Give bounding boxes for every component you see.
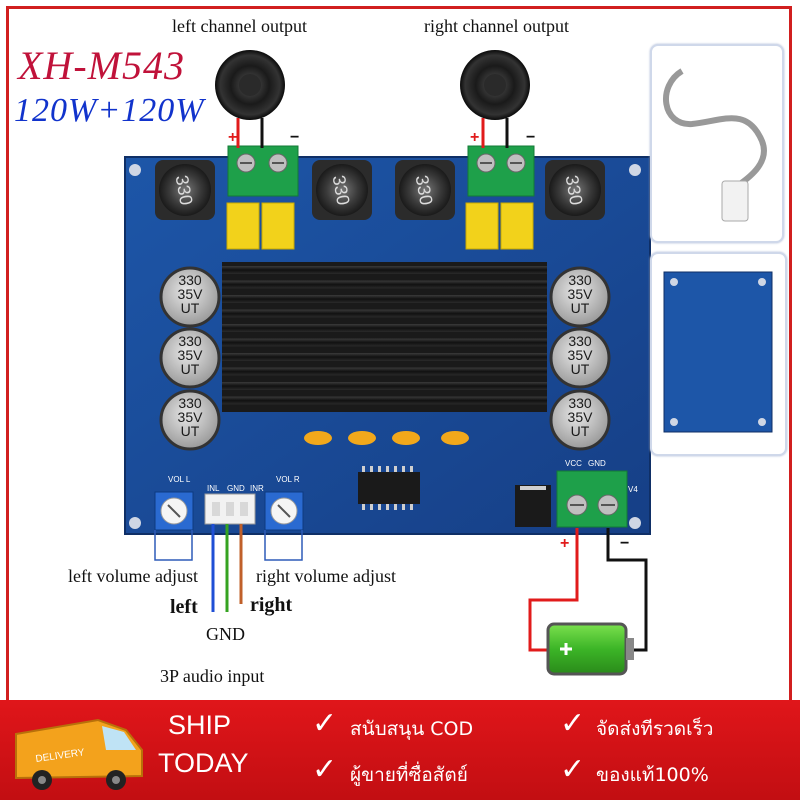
battery-icon <box>546 622 634 676</box>
pcb-back-icon <box>663 271 773 433</box>
cable-icon <box>663 68 767 222</box>
delivery-truck-icon: DELIVERY <box>15 718 143 790</box>
banner-item-fast-shipping: จัดส่งทีรวดเร็ว <box>596 718 714 740</box>
audio-input-caption: 3P audio input <box>160 666 265 686</box>
ship-line-2: TODAY <box>158 748 249 778</box>
audio-input-connector <box>204 493 256 525</box>
heatsink-fin <box>222 324 547 332</box>
banner-item-cod: สนับสนุน COD <box>350 718 474 740</box>
heatsink-fin <box>222 266 547 274</box>
check-icon: ✓ <box>560 752 586 787</box>
ship-line-1: SHIP <box>168 710 232 740</box>
power-rating: 120W+120W <box>14 92 205 129</box>
audio-input-wires <box>211 524 243 612</box>
shipping-banner: DELIVERY SHIP TODAY ✓ สนับสนุน COD ✓ จัด… <box>0 700 800 800</box>
power-diode <box>515 485 551 527</box>
check-icon: ✓ <box>560 706 586 741</box>
model-title: XH-M543 <box>18 43 185 88</box>
heatsink-fin <box>222 382 547 390</box>
heatsink-fin <box>222 280 547 289</box>
heatsink-fin <box>222 396 547 405</box>
heatsink-fin <box>222 353 547 361</box>
right-output-caption: right channel output <box>424 16 569 36</box>
right-output-terminal <box>467 145 535 197</box>
cable-photo-panel <box>650 44 784 243</box>
silk-v4: V4 <box>628 485 638 494</box>
heatsink-fin <box>222 338 547 347</box>
silk-gnd: GND <box>227 484 245 493</box>
right-minus-mark: − <box>526 129 535 146</box>
right-volume-potentiometer <box>264 491 304 531</box>
gnd-label: GND <box>206 624 245 644</box>
power-wires <box>528 528 648 652</box>
silk-gnd-power: GND <box>588 459 606 468</box>
left-minus-mark: − <box>290 129 299 146</box>
silk-vol-r: VOL R <box>276 475 300 484</box>
silk-inr: INR <box>250 484 264 493</box>
heatsink-fin <box>222 295 547 303</box>
check-icon: ✓ <box>312 706 338 741</box>
op-amp-chip <box>358 466 420 510</box>
banner-item-genuine: ของแท้100% <box>596 764 709 786</box>
left-output-caption: left channel output <box>172 16 307 36</box>
board-back-photo-panel <box>650 252 787 456</box>
left-speaker <box>215 50 285 120</box>
power-minus-mark: − <box>620 535 629 552</box>
volume-callouts <box>154 530 303 561</box>
right-plus-mark: + <box>470 129 479 146</box>
silk-vcc: VCC <box>565 459 582 468</box>
inductor: 330 <box>395 160 455 220</box>
left-channel-label: left <box>170 596 198 618</box>
speaker-wires <box>236 118 509 148</box>
silk-vol-l: VOL L <box>168 475 191 484</box>
silk-inl: INL <box>207 484 220 493</box>
left-output-terminal <box>227 145 299 197</box>
right-volume-caption: right volume adjust <box>256 566 396 586</box>
left-volume-potentiometer <box>154 491 194 531</box>
heatsink <box>222 262 547 412</box>
inductor: 330 <box>155 160 215 220</box>
right-speaker <box>460 50 530 120</box>
left-volume-caption: left volume adjust <box>68 566 198 586</box>
heatsink-fin <box>222 309 547 318</box>
inductor: 330 <box>545 160 605 220</box>
film-capacitors <box>226 202 534 250</box>
ceramic-capacitors <box>304 431 469 445</box>
right-channel-label: right <box>250 594 293 616</box>
heatsink-fin <box>222 367 547 376</box>
inductors: 330 330 330 330 <box>155 160 605 220</box>
left-plus-mark: + <box>228 129 237 146</box>
check-icon: ✓ <box>312 752 338 787</box>
banner-item-honest-seller: ผู้ขายที่ซื่อสัตย์ <box>350 764 468 786</box>
inductor: 330 <box>312 160 372 220</box>
power-plus-mark: + <box>560 535 569 552</box>
power-input-terminal <box>556 470 628 528</box>
